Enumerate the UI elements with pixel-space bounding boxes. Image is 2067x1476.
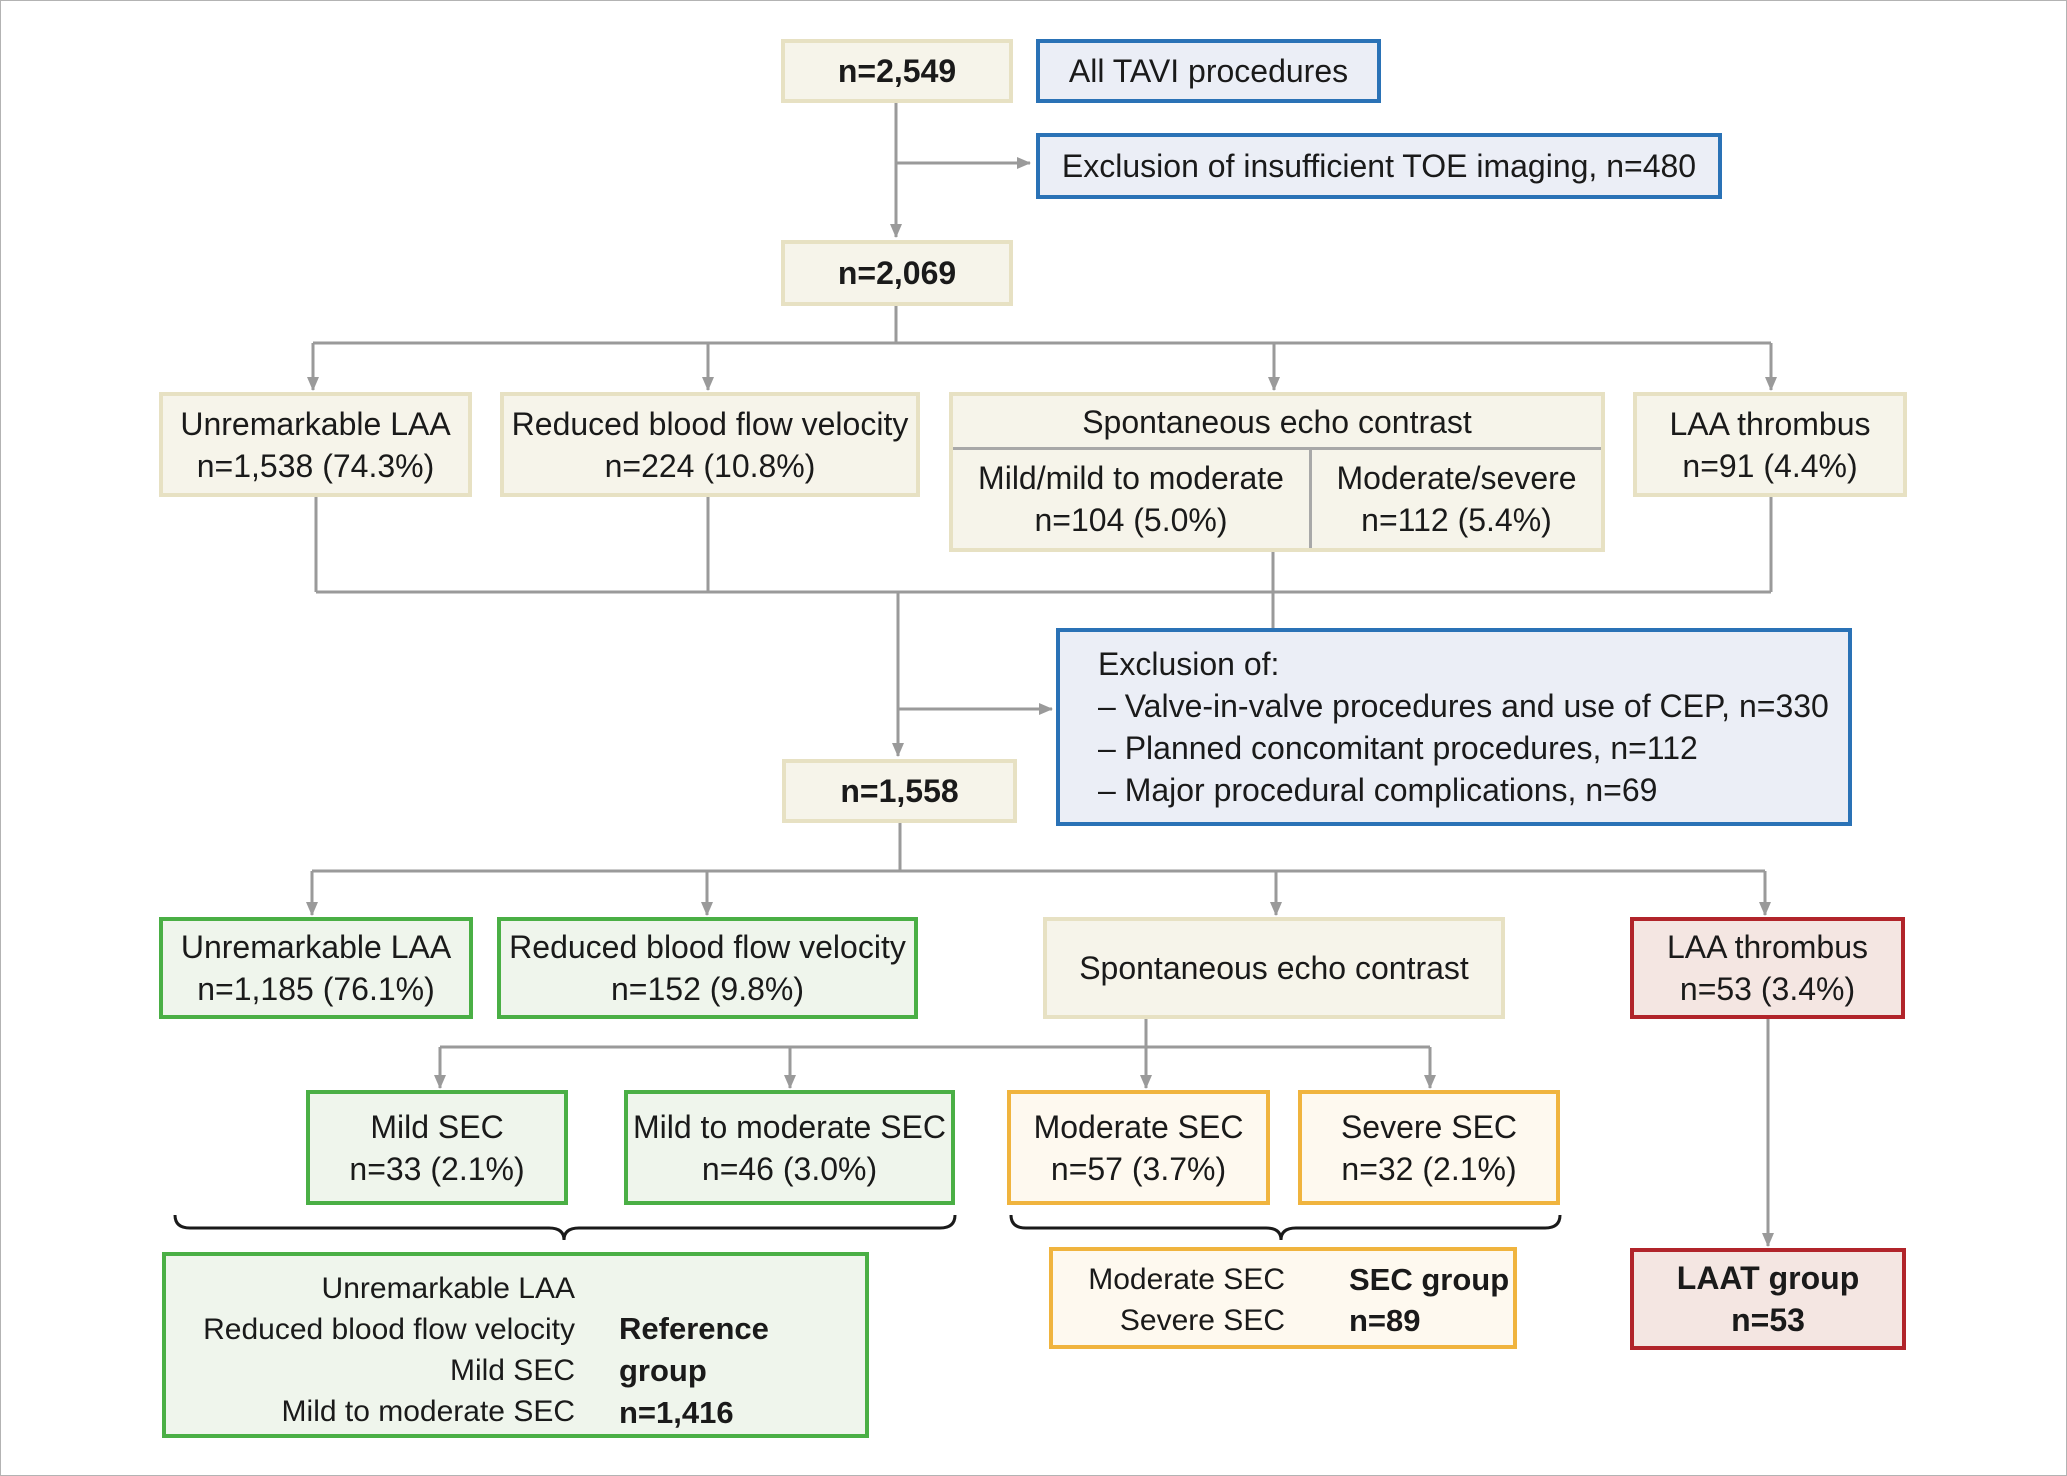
laat-group-count: n=53 [1731,1302,1805,1338]
tier3-mild-value: n=33 (2.1%) [349,1150,525,1187]
sec-group-count: n=89 [1349,1303,1421,1338]
tier1-thrombus-title: LAA thrombus [1669,405,1871,442]
tier2-unremarkable-box: Unremarkable LAA n=1,185 (76.1%) [159,917,473,1019]
tier3-mild-title: Mild SEC [370,1108,504,1145]
reference-member-reduced: Reduced blood flow velocity [203,1313,575,1346]
reference-members: Unremarkable LAA Reduced blood flow velo… [203,1268,575,1432]
tier2-thrombus-title: LAA thrombus [1667,929,1868,965]
exclusion-toe-box: Exclusion of insufficient TOE imaging, n… [1036,133,1722,199]
tier1-thrombus-value: n=91 (4.4%) [1682,447,1858,484]
reference-group-box: Unremarkable LAA Reduced blood flow velo… [162,1252,869,1438]
step2-count-box: n=2,069 [781,240,1013,306]
tier2-thrombus-value: n=53 (3.4%) [1679,971,1856,1007]
sec-group-label: SEC group n=89 [1349,1259,1509,1341]
tier3-severe-title: Severe SEC [1340,1108,1518,1145]
tier1-thrombus-box: LAA thrombus n=91 (4.4%) [1633,392,1907,497]
sec-member-severe: Severe SEC [1119,1304,1285,1337]
sec-group-name: SEC group [1349,1262,1510,1297]
all-tavi-box: All TAVI procedures [1036,39,1381,103]
tier2-unremarkable-title: Unremarkable LAA [180,929,452,965]
tier2-reduced-value: n=152 (9.8%) [610,971,804,1007]
tier2-reduced-box: Reduced blood flow velocity n=152 (9.8%) [497,917,918,1019]
tier1-sec-moderate-cell: Moderate/severe n=112 (5.4%) [1312,450,1601,548]
tier3-severe-value: n=32 (2.1%) [1341,1150,1517,1187]
tier1-reduced-box: Reduced blood flow velocity n=224 (10.8%… [500,392,920,497]
tier1-unremarkable-title: Unremarkable LAA [180,405,451,442]
tier2-sec-title: Spontaneous echo contrast [1079,950,1469,986]
tier3-mild-moderate-value: n=46 (3.0%) [701,1150,878,1187]
tier1-sec-box: Spontaneous echo contrast Mild/mild to m… [949,392,1605,552]
tier1-sec-moderate-value: n=112 (5.4%) [1361,502,1552,538]
sec-group-box: Moderate SEC Severe SEC SEC group n=89 [1049,1247,1517,1349]
tier3-mild-box: Mild SEC n=33 (2.1%) [306,1090,568,1205]
exclusion-item-concomitant: – Planned concomitant procedures, n=112 [1098,730,1698,766]
tier1-sec-header: Spontaneous echo contrast [953,396,1601,450]
reference-group-name: Reference group [619,1311,769,1388]
tier2-sec-box: Spontaneous echo contrast [1043,917,1505,1019]
laat-group-box: LAAT group n=53 [1630,1248,1906,1350]
reference-group-label: Reference group n=1,416 [619,1308,865,1434]
start-count-box: n=2,549 [781,39,1013,103]
reference-member-unremarkable: Unremarkable LAA [321,1272,575,1305]
tier1-unremarkable-box: Unremarkable LAA n=1,538 (74.3%) [159,392,472,497]
tier1-reduced-value: n=224 (10.8%) [604,447,816,484]
tier1-sec-title: Spontaneous echo contrast [1082,403,1472,440]
tier3-mild-moderate-title: Mild to moderate SEC [632,1108,946,1145]
step3-count: n=1,558 [840,773,959,809]
step3-count-box: n=1,558 [782,759,1017,823]
tier1-reduced-title: Reduced blood flow velocity [511,405,909,442]
reference-group-brace [173,1214,957,1241]
exclusion-item-complications: – Major procedural complications, n=69 [1098,772,1658,808]
start-count: n=2,549 [837,53,957,89]
tier2-reduced-title: Reduced blood flow velocity [509,929,906,965]
exclusion-list-box: Exclusion of: – Valve-in-valve procedure… [1056,628,1852,826]
tier3-moderate-value: n=57 (3.7%) [1050,1150,1227,1187]
tier1-unremarkable-value: n=1,538 (74.3%) [196,447,435,484]
sec-member-moderate: Moderate SEC [1088,1263,1285,1296]
tier1-sec-mild-cell: Mild/mild to moderate n=104 (5.0%) [953,450,1312,548]
tier3-moderate-box: Moderate SEC n=57 (3.7%) [1007,1090,1270,1205]
exclusion-item-valve: – Valve-in-valve procedures and use of C… [1098,688,1829,724]
tier1-sec-moderate-title: Moderate/severe [1336,460,1577,496]
tier3-mild-moderate-box: Mild to moderate SEC n=46 (3.0%) [624,1090,955,1205]
all-tavi-label: All TAVI procedures [1068,53,1349,89]
sec-group-brace [1009,1214,1562,1241]
reference-member-mild-moderate: Mild to moderate SEC [281,1395,575,1428]
laat-group-name: LAAT group [1676,1260,1860,1296]
exclusion-toe-label: Exclusion of insufficient TOE imaging, n… [1061,148,1697,184]
tier3-moderate-title: Moderate SEC [1033,1108,1244,1145]
tier2-thrombus-box: LAA thrombus n=53 (3.4%) [1630,917,1905,1019]
sec-members: Moderate SEC Severe SEC [1088,1259,1285,1341]
step2-count: n=2,069 [837,255,957,291]
reference-member-mild: Mild SEC [449,1354,575,1387]
tier1-sec-mild-value: n=104 (5.0%) [1034,502,1228,538]
tier2-unremarkable-value: n=1,185 (76.1%) [197,971,435,1007]
tier1-sec-mild-title: Mild/mild to moderate [978,460,1284,496]
exclusion-heading: Exclusion of: [1098,646,1280,682]
tier3-severe-box: Severe SEC n=32 (2.1%) [1298,1090,1560,1205]
reference-group-count: n=1,416 [619,1395,734,1430]
